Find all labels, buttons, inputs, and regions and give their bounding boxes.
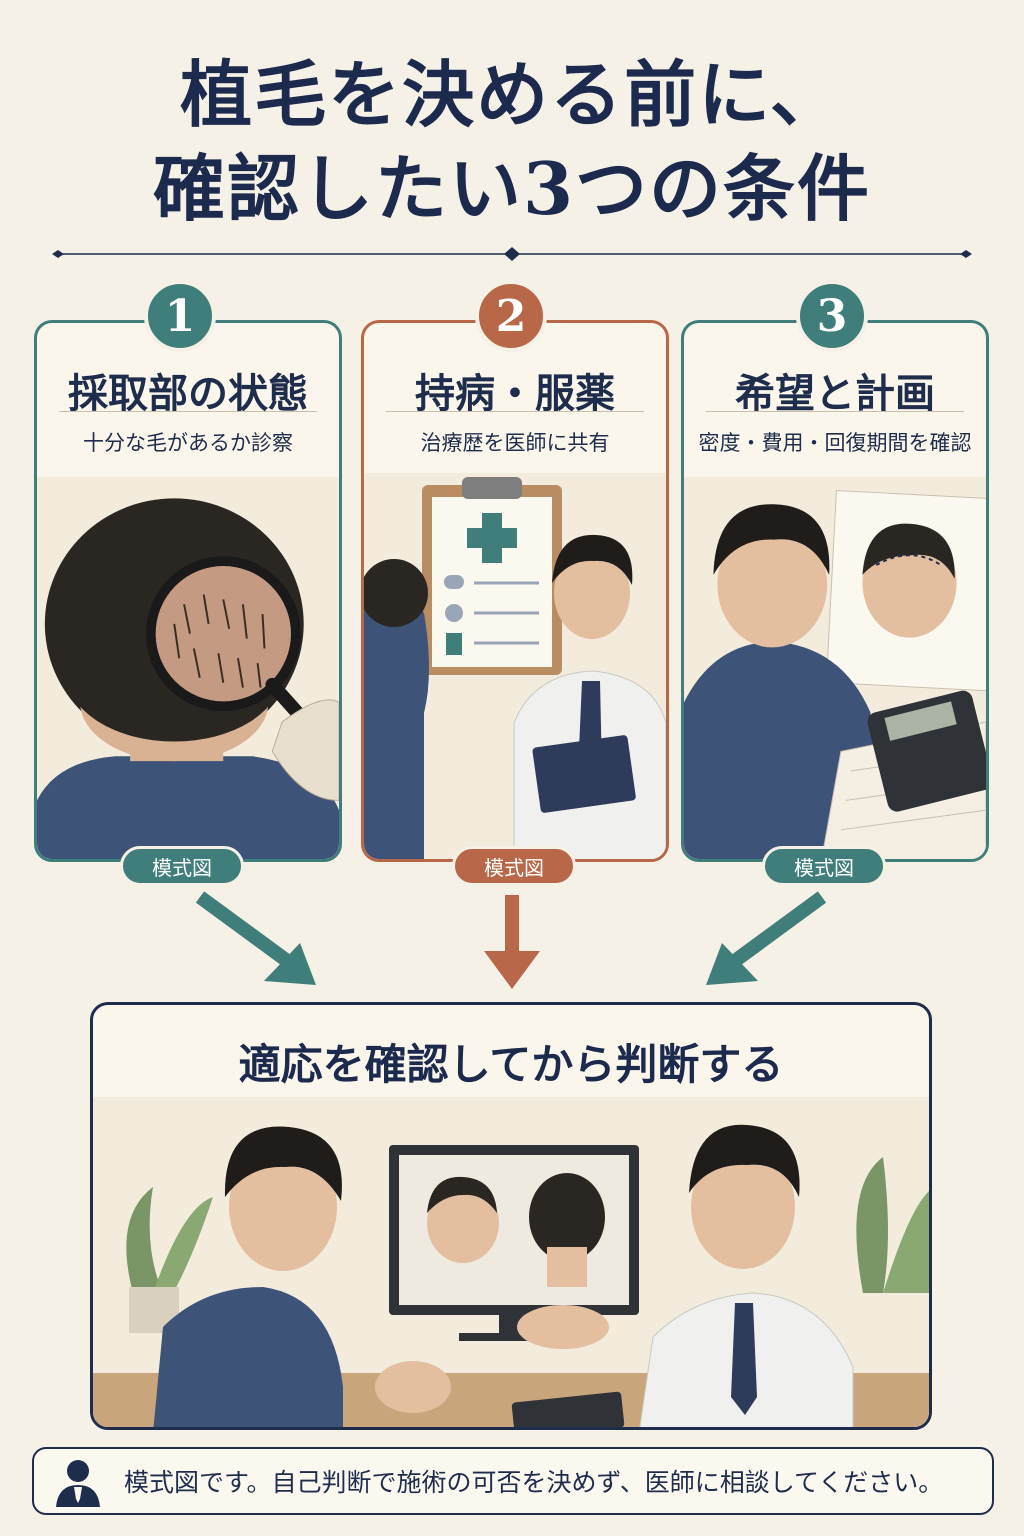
result-title: 適応を確認してから判断する [238,1040,784,1089]
step-3-rule [706,411,964,412]
step-card-1: 採取部の状態 十分な毛があるか診察 [34,320,342,862]
title-line-1: 植毛を決める前に、 [180,52,844,137]
step-card-2: 持病・服薬 治療歴を医師に共有 [361,320,669,862]
magnifier-scalp-icon [37,476,339,859]
arrow-down-right-icon [195,891,316,985]
arrow-down-left-icon [706,891,827,985]
clipboard-doctor-icon [364,473,666,859]
title-line-2: 確認したい3つの条件 [152,146,872,231]
title-divider [52,247,972,261]
step-2-subtitle: 治療歴を医師に共有 [420,431,610,455]
page-title: 植毛を決める前に、 確認したい3つの条件 [0,48,1024,236]
calculator-plan-icon [684,476,986,859]
result-panel: 適応を確認してから判断する [90,1002,932,1430]
step-1-title: 採取部の状態 [68,370,308,417]
doctor-avatar-icon [56,1460,100,1507]
step-2-badge: 模式図 [452,846,576,886]
arrow-down-icon [484,895,540,989]
step-1-rule [59,411,317,412]
step-3-badge: 模式図 [762,846,886,886]
step-1-badge: 模式図 [120,846,244,886]
disclaimer-text: 模式図です。自己判断で施術の可否を決めず、医師に相談してください。 [124,1468,944,1497]
step-card-3: 希望と計画 密度・費用・回復期間を確認 [681,320,989,862]
step-3-title: 希望と計画 [735,370,935,417]
step-2-title: 持病・服薬 [415,370,615,417]
step-2-rule [386,411,644,412]
flow-arrows [195,891,827,989]
step-3-subtitle: 密度・費用・回復期間を確認 [698,431,972,455]
step-2-number: 2 [475,280,547,352]
consultation-illustration-icon [93,1097,929,1427]
step-1-subtitle: 十分な毛があるか診察 [83,431,293,455]
step-1-number: 1 [144,280,216,352]
disclaimer-note: 模式図です。自己判断で施術の可否を決めず、医師に相談してください。 [32,1447,994,1515]
step-3-number: 3 [796,280,868,352]
